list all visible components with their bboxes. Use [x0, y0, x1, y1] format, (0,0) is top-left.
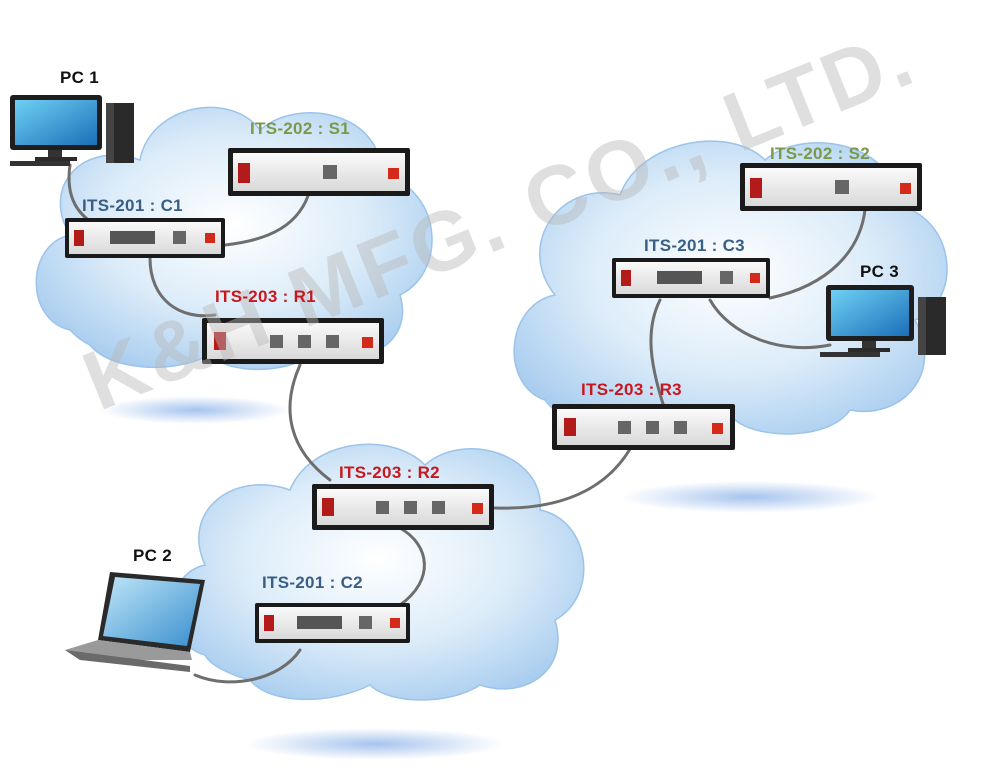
label-r3: ITS-203 : R3: [581, 380, 682, 399]
label-s1: ITS-202 : S1: [250, 119, 350, 138]
pc1-label: PC 1: [60, 68, 99, 87]
shadow-3: [245, 728, 505, 760]
shadow-1: [100, 396, 290, 424]
laptop-icon: [65, 572, 205, 672]
pc2-label: PC 2: [133, 546, 172, 565]
device-box-icon: [65, 148, 922, 643]
label-c1: ITS-201 : C1: [82, 196, 183, 215]
label-s2: ITS-202 : S2: [770, 144, 870, 163]
desktop-pc-icon: [820, 285, 946, 357]
label-r2: ITS-203 : R2: [339, 463, 440, 482]
label-c3: ITS-201 : C3: [644, 236, 745, 255]
label-r1: ITS-203 : R1: [215, 287, 316, 306]
desktop-pc-icon: [10, 95, 134, 166]
label-c2: ITS-201 : C2: [262, 573, 363, 592]
shadow-2: [620, 481, 880, 513]
pc3-label: PC 3: [860, 262, 899, 281]
